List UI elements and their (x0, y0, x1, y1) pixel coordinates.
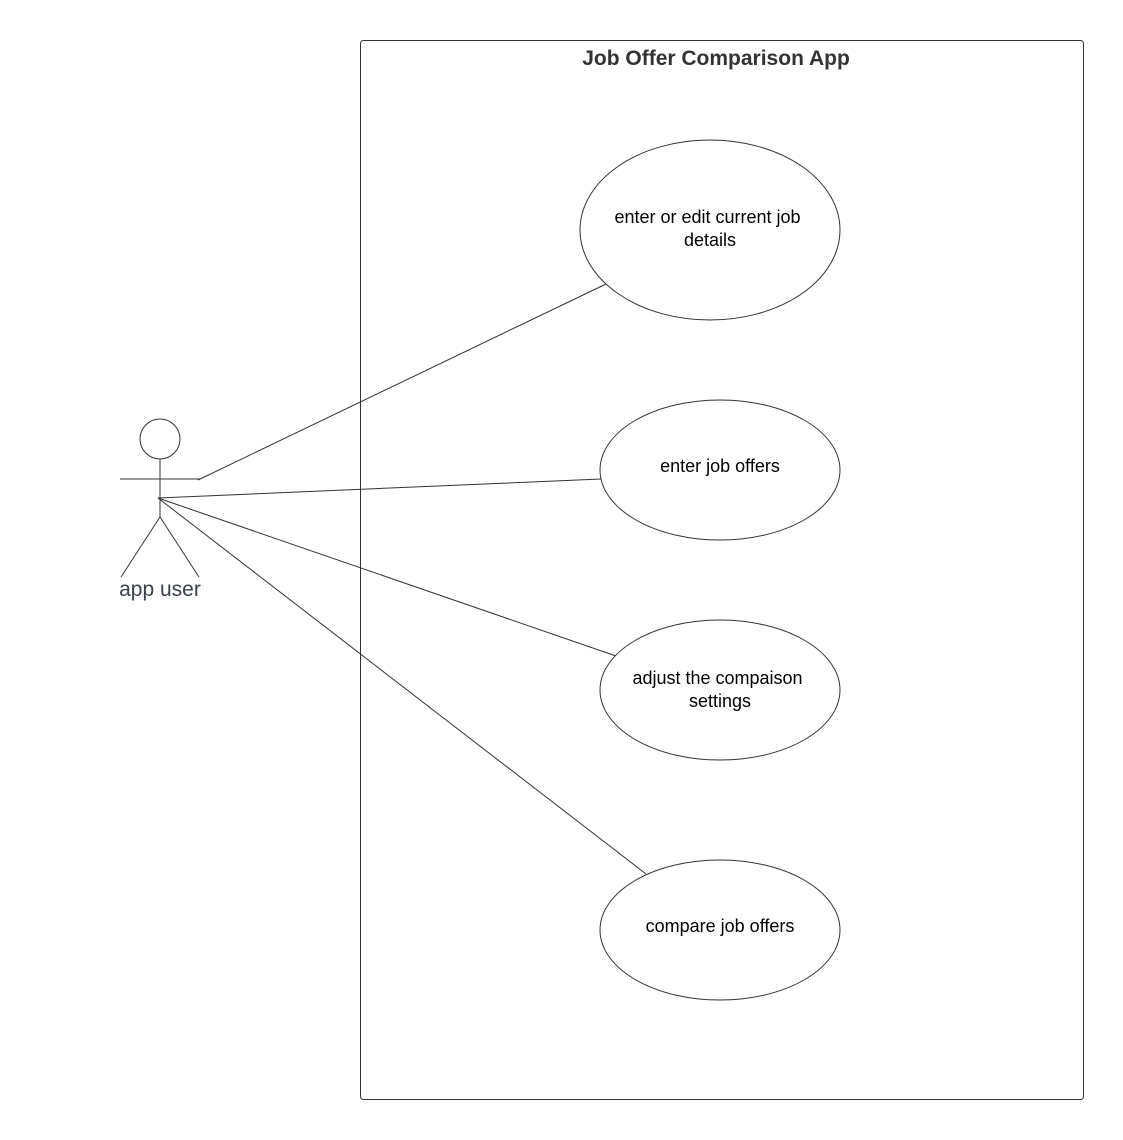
use-case-enter-edit-current-job[interactable]: enter or edit current job details (579, 139, 841, 321)
actor-left-leg (120, 516, 161, 578)
use-case-label-line: settings (689, 691, 751, 711)
actor-app-user[interactable] (120, 418, 200, 578)
use-case-label-line: enter or edit current job (614, 207, 800, 227)
use-case-label: enter or edit current job details (614, 207, 805, 250)
use-case-label-line: enter job offers (660, 456, 780, 476)
associations (157, 283, 647, 875)
system-boundary-box (360, 40, 1084, 1100)
association-uc3 (157, 497, 617, 657)
use-case-label: enter job offers (660, 456, 780, 476)
use-case-enter-job-offers[interactable]: enter job offers (599, 399, 841, 541)
use-case-ellipse (599, 399, 841, 541)
association-uc1 (197, 283, 607, 481)
actor-head (139, 418, 181, 460)
system-boundary: Job Offer Comparison App (360, 40, 1084, 1100)
use-case-label: compare job offers (646, 916, 795, 936)
use-case-compare-job-offers[interactable]: compare job offers (599, 859, 841, 1001)
actor-right-leg (159, 516, 200, 578)
use-case-label-line: details (684, 230, 736, 250)
use-case-ellipse (579, 139, 841, 321)
use-case-label: adjust the compaison settings (632, 668, 807, 711)
association-uc4 (157, 497, 647, 875)
system-title: Job Offer Comparison App (582, 47, 850, 70)
actor-label: app user (119, 578, 201, 601)
use-case-label-line: adjust the compaison (632, 668, 802, 688)
use-case-ellipse (599, 619, 841, 761)
association-uc2 (157, 478, 602, 499)
use-case-adjust-comparison-settings[interactable]: adjust the compaison settings (599, 619, 841, 761)
use-case-label-line: compare job offers (646, 916, 795, 936)
use-case-ellipse (599, 859, 841, 1001)
